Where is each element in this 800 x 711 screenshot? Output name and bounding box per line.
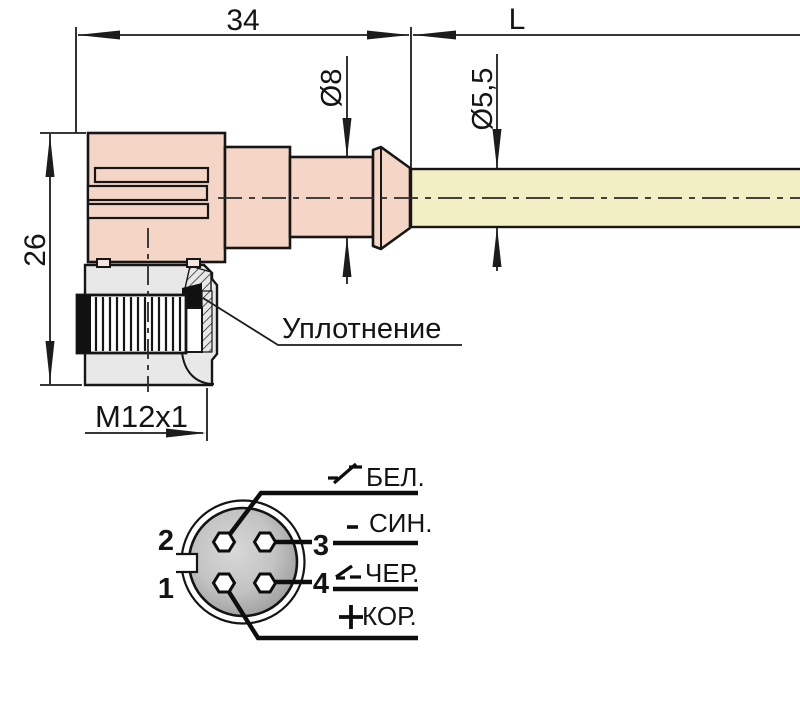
pin-1	[211, 572, 237, 594]
seal-callout: Уплотнение	[202, 297, 462, 346]
dimension-neck-diameter: Ø8	[316, 56, 352, 284]
wire-brown-row: КОР.	[339, 601, 417, 631]
thread-callout: M12x1	[85, 388, 208, 441]
pin-1-number: 1	[158, 573, 174, 605]
pin-3	[252, 531, 278, 553]
wire-line-white	[222, 490, 418, 544]
side-view: 34 L	[19, 3, 800, 441]
arrow-down-icon	[492, 129, 502, 169]
switch-contact-minus-icon	[335, 564, 361, 580]
pin-2-number: 2	[158, 525, 174, 557]
mount-tab-left	[96, 258, 111, 268]
dimension-height: 26	[19, 132, 86, 386]
dim-width-text: 34	[226, 4, 259, 37]
arrow-down-icon	[45, 341, 55, 383]
pin-3-number: 3	[313, 530, 329, 562]
keying-notch	[176, 552, 199, 574]
coupling-nut	[75, 258, 219, 387]
pinout-view: 2 1 3 4 БЕЛ. СИН. ЧЕР. КОР.	[158, 462, 432, 641]
section-break-arc	[181, 351, 215, 385]
wire-black-row: ЧЕР.	[335, 558, 419, 588]
thread-label: M12x1	[95, 399, 188, 434]
wire-blue-label: СИН.	[369, 508, 432, 538]
pins	[211, 531, 278, 594]
wire-white-label: БЕЛ.	[366, 462, 425, 492]
body-groove	[86, 202, 210, 220]
dim-length-text: L	[509, 3, 526, 36]
wire-blue-row: СИН.	[347, 508, 432, 538]
connector-face-inner	[187, 506, 299, 618]
dim-neck-diameter-text: Ø8	[316, 69, 348, 108]
seal-label: Уплотнение	[282, 313, 441, 345]
arrow-up-icon	[492, 227, 502, 267]
pin-4-number: 4	[313, 568, 329, 600]
arrow-up-icon	[45, 135, 55, 177]
plus-icon	[339, 605, 363, 629]
wire-brown-label: КОР.	[362, 601, 417, 631]
switch-contact-icon	[328, 462, 362, 485]
wire-lines	[222, 490, 418, 641]
dim-height-text: 26	[19, 233, 52, 266]
dim-cable-diameter-text: Ø5,5	[467, 68, 499, 131]
centerlines	[147, 197, 800, 392]
pin-4	[252, 572, 278, 594]
thread-shadow	[77, 295, 91, 353]
dimension-width: 34	[75, 4, 412, 169]
arrow-up-icon	[342, 237, 352, 277]
body-groove	[86, 184, 209, 202]
thread-lines	[94, 297, 182, 351]
arrow-right-icon	[367, 30, 410, 40]
body-groove	[93, 166, 210, 184]
cable-neck	[288, 155, 375, 239]
wire-black-label: ЧЕР.	[365, 558, 419, 588]
arrow-left-icon	[77, 30, 120, 40]
arrow-left-icon	[413, 30, 456, 40]
wire-white-row: БЕЛ.	[328, 462, 425, 492]
leader-line	[202, 297, 462, 346]
dimension-cable-length: L	[413, 3, 800, 40]
arrow-down-icon	[342, 118, 352, 158]
mount-tab-right	[186, 258, 201, 268]
arrow-right-icon	[166, 428, 206, 438]
wire-line-brown	[222, 582, 418, 641]
pin-2	[211, 531, 237, 553]
dimension-cable-diameter: Ø5,5	[467, 54, 502, 271]
